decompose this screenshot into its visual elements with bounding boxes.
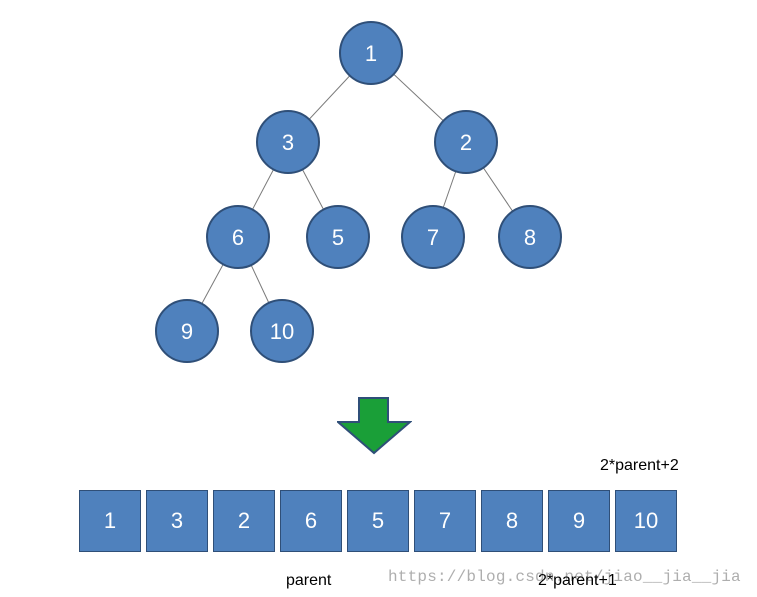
down-arrow-shape [335,397,413,455]
tree-node-label: 8 [524,225,536,250]
tree-edges [186,52,531,332]
array-cell-8: 10 [615,490,677,552]
array-cell-0: 1 [79,490,141,552]
parent-label: parent [286,572,332,589]
tree-node: 6 [206,205,270,269]
tree-node-circle [250,299,314,363]
array-cell-1: 3 [146,490,208,552]
tree-node-circle [256,110,320,174]
tree-node-label: 10 [270,319,294,344]
array-representation: 1 3 2 6 5 7 8 9 10 [79,490,677,554]
tree-node-label: 7 [427,225,439,250]
tree-node: 3 [256,110,320,174]
tree-node: 7 [401,205,465,269]
left-child-formula: 2*parent+1 [538,572,617,589]
tree-node-circle [401,205,465,269]
array-cell-7: 9 [548,490,610,552]
array-cell-3: 6 [280,490,342,552]
tree-node-label: 5 [332,225,344,250]
tree-node-label: 1 [365,41,377,66]
tree-node-circle [206,205,270,269]
tree-node: 10 [250,299,314,363]
tree-node-label: 6 [232,225,244,250]
tree-node-circle [306,205,370,269]
tree-node: 2 [434,110,498,174]
tree-node: 9 [155,299,219,363]
tree-node-circle [155,299,219,363]
tree-node-circle [498,205,562,269]
array-cell-5: 7 [414,490,476,552]
tree-nodes: 1 3 2 6 5 7 8 9 10 [155,21,562,363]
array-cell-6: 8 [481,490,543,552]
tree-node: 1 [339,21,403,85]
tree-node-label: 2 [460,130,472,155]
array-cell-4: 5 [347,490,409,552]
tree-node-label: 3 [282,130,294,155]
tree-node: 5 [306,205,370,269]
watermark-text: https://blog.csdn.net/jiao__jia__jia [388,568,741,586]
down-arrow-icon [335,397,413,455]
right-child-formula: 2*parent+2 [600,457,679,474]
tree-node-circle [434,110,498,174]
tree-node-circle [339,21,403,85]
array-cell-2: 2 [213,490,275,552]
tree-node: 8 [498,205,562,269]
tree-node-label: 9 [181,319,193,344]
